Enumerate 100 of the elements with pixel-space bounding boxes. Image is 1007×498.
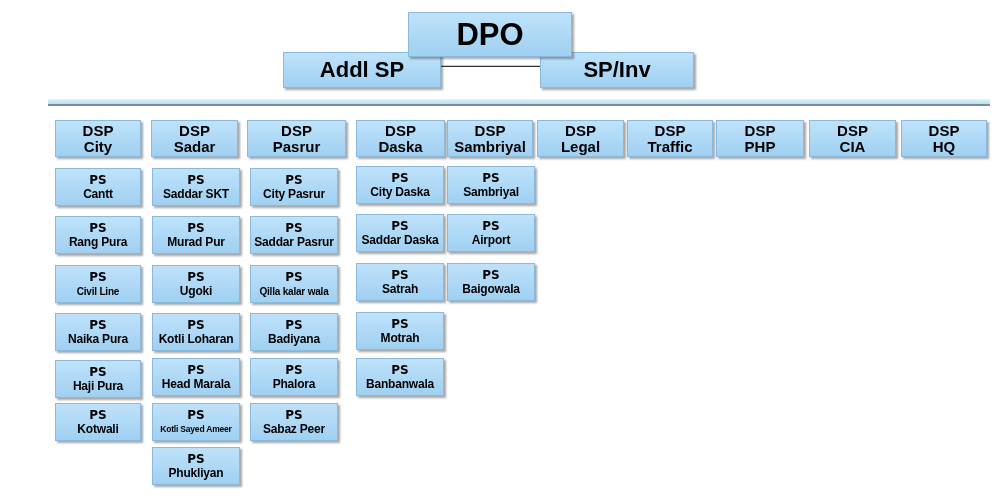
org-box — [356, 214, 444, 252]
unit-name-text: Sambriyal — [454, 138, 526, 155]
org-box — [901, 120, 987, 157]
unit-name-text: City Daska — [370, 184, 430, 200]
unit-name-text: City — [83, 138, 113, 155]
unit-name-text: Haji Pura — [72, 378, 124, 394]
org-box — [809, 120, 896, 157]
org-box — [537, 120, 624, 157]
org-box — [247, 120, 346, 157]
unit-name-text: Baigowala — [462, 281, 520, 297]
unit-name-text: Sabaz Peer — [262, 421, 325, 437]
org-box — [447, 214, 535, 252]
unit-name-text: Daska — [378, 138, 423, 155]
org-box — [408, 12, 572, 57]
rank-text: PS — [391, 267, 409, 282]
unit-name-text: Rang Pura — [68, 234, 128, 250]
unit-name-text: Kotli Sayed Ameer — [160, 422, 232, 436]
rank-text: PS — [391, 218, 409, 233]
org-box — [250, 265, 338, 303]
rank-text: PS — [89, 364, 107, 379]
unit-name-text: Airport — [471, 232, 511, 248]
unit-name-text: Civil Line — [76, 284, 120, 299]
org-box — [152, 216, 240, 254]
unit-name-text: Motrah — [380, 330, 420, 346]
org-box — [356, 312, 444, 350]
org-box — [152, 358, 240, 396]
unit-name-text: Satrah — [381, 281, 419, 297]
unit-name-text: Head Marala — [161, 376, 231, 392]
unit-name-text: City Pasrur — [263, 186, 325, 202]
rank-text: Addl SP — [319, 57, 405, 83]
org-box — [447, 120, 533, 157]
unit-name-text: Pasrur — [272, 138, 321, 155]
unit-name-text: Banbanwala — [366, 376, 434, 392]
unit-name-text: Murad Pur — [167, 234, 225, 250]
rank-text: PS — [391, 316, 409, 331]
rank-text: DSP — [281, 122, 312, 139]
unit-name-text: Sambriyal — [463, 184, 519, 200]
unit-name-text: Kotli Loharan — [158, 331, 234, 347]
unit-name-text: Naika Pura — [67, 331, 128, 347]
rank-text: DSP — [565, 122, 596, 139]
rank-text: PS — [391, 362, 409, 377]
org-box — [250, 313, 338, 351]
org-box — [55, 403, 141, 441]
rank-text: PS — [285, 407, 303, 422]
unit-name-text: PHP — [744, 138, 776, 155]
org-box — [152, 403, 240, 441]
org-box — [356, 166, 444, 204]
org-box — [55, 313, 141, 351]
rank-text: PS — [89, 172, 107, 187]
rank-text: PS — [285, 362, 303, 377]
rank-text: PS — [89, 269, 107, 284]
org-box — [627, 120, 713, 157]
unit-name-text: Phalora — [272, 376, 316, 392]
unit-name-text: Saddar SKT — [163, 186, 229, 202]
rank-text: DSP — [837, 122, 868, 139]
rank-text: PS — [89, 220, 107, 235]
org-box — [447, 166, 535, 204]
rank-text: PS — [187, 451, 205, 466]
unit-name-text: Badiyana — [268, 331, 320, 347]
rank-text: SP/Inv — [583, 57, 651, 83]
org-box — [152, 265, 240, 303]
rank-text: DSP — [179, 122, 210, 139]
rank-text: PS — [187, 407, 205, 422]
rank-text: DSP — [385, 122, 416, 139]
unit-name-text: Ugoki — [179, 283, 213, 299]
org-box — [250, 168, 338, 206]
org-box — [55, 120, 141, 157]
org-box — [152, 168, 240, 206]
unit-name-text: Traffic — [647, 138, 693, 155]
unit-name-text: CIA — [839, 138, 866, 155]
unit-name-text: Saddar Daska — [361, 232, 439, 248]
org-box — [356, 358, 444, 396]
org-box — [356, 120, 445, 157]
unit-name-text: Sadar — [173, 138, 216, 155]
rank-text: PS — [391, 170, 409, 185]
org-box — [250, 403, 338, 441]
rank-text: PS — [285, 269, 303, 284]
unit-name-text: Legal — [560, 138, 601, 155]
rank-text: PS — [285, 317, 303, 332]
org-box — [540, 52, 694, 88]
connector-line — [440, 65, 541, 68]
rank-text: PS — [89, 407, 107, 422]
rank-text: PS — [187, 362, 205, 377]
unit-name-text: Kotwali — [77, 421, 119, 437]
unit-name-text: Cantt — [83, 186, 113, 202]
rank-text: DSP — [928, 122, 960, 139]
rank-text: PS — [187, 317, 205, 332]
rank-text: PS — [187, 172, 205, 187]
rank-text: PS — [482, 170, 500, 185]
org-box — [152, 313, 240, 351]
org-box — [283, 52, 441, 88]
rank-text: PS — [482, 267, 500, 282]
org-box — [55, 168, 141, 206]
unit-name-text: HQ — [932, 138, 956, 155]
org-box — [152, 447, 240, 485]
org-box — [356, 263, 444, 301]
unit-name-text: Saddar Pasrur — [254, 234, 334, 250]
rank-text: PS — [187, 220, 205, 235]
org-box — [55, 265, 141, 303]
org-box — [250, 216, 338, 254]
